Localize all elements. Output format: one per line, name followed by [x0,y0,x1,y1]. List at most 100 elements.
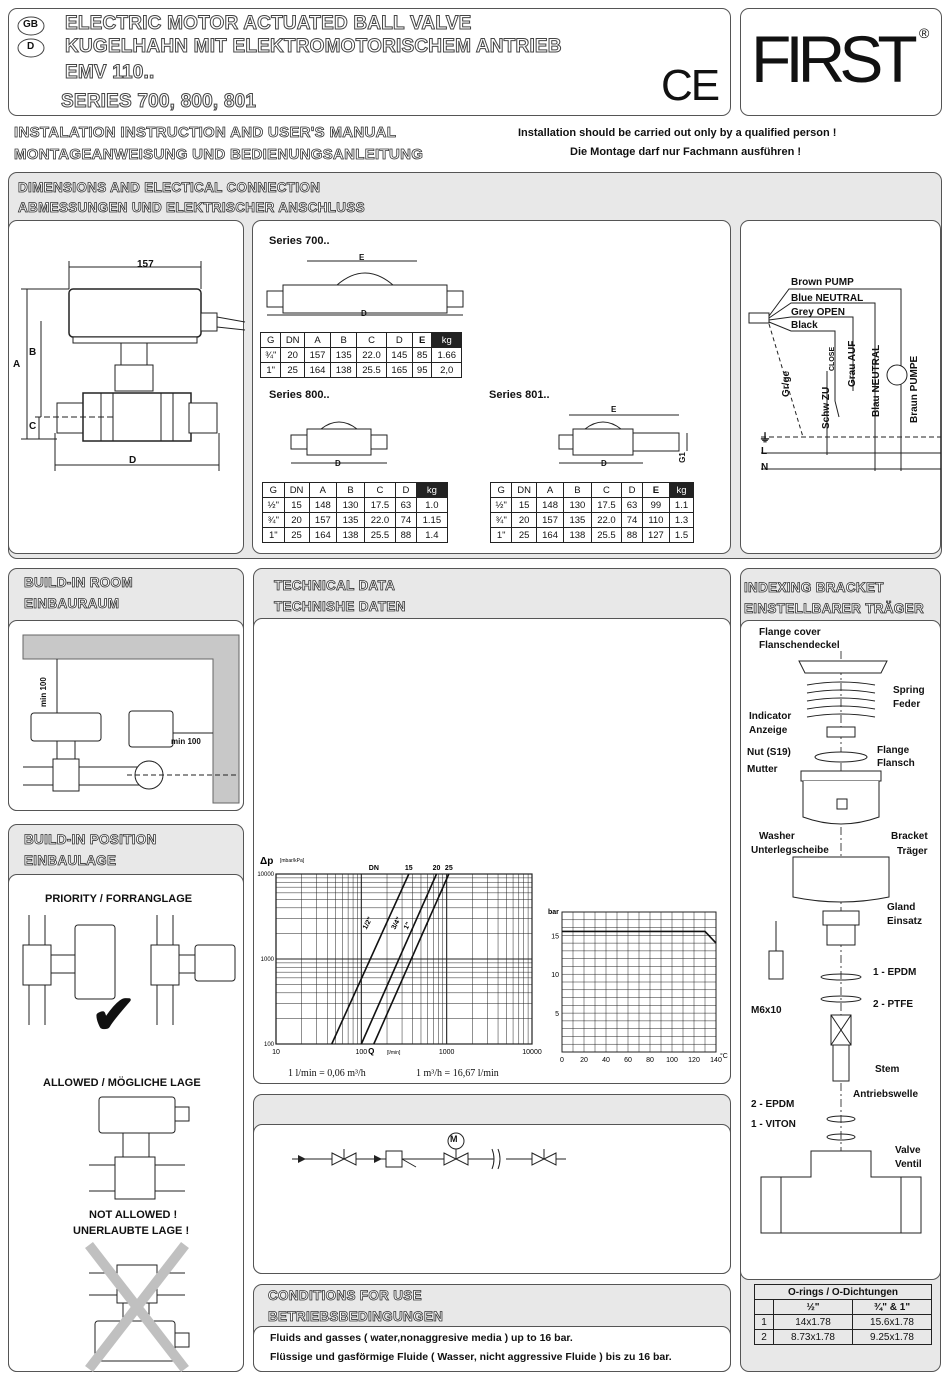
cell: 1" [259,362,282,378]
label-antriebswelle: Antriebswelle [853,1089,919,1100]
x-axis-label: °C [720,1052,728,1060]
cell: 1.15 [415,512,449,528]
cell: ¾" [262,512,285,528]
title-panel: GB D ELECTRIC MOTOR ACTUATED BALL VALVE … [8,8,731,116]
cell: 8.73x1.78 [773,1329,853,1345]
x-axis-label: Q [368,1047,374,1056]
cell: 135 [330,347,358,363]
wiring-diagram [748,288,941,471]
conditions-panel [253,1326,731,1372]
cell: 85 [411,347,433,363]
kg-icon: kg [415,482,449,498]
room-drawing-panel: min 100 min 100 [8,620,244,811]
notice-de: Die Montage darf nur Fachmann ausführen … [570,146,802,158]
series700-label: Series 700.. [269,235,330,247]
wire-grey: Grey OPEN [791,307,845,318]
cell: 22.0 [356,347,387,363]
cell: 1.5 [669,527,694,543]
registered-mark: ® [919,25,930,41]
series-line [331,873,410,1045]
label-anzeige: Anzeige [749,725,788,736]
conditions-text-de: Flüssige und gasförmige Fluide ( Wasser,… [270,1351,672,1363]
orings-h0 [754,1299,774,1315]
series-list: SERIES 700, 800, 801 [60,91,257,113]
not-allowed-de: UNERLAUBTE LAGE ! [73,1225,190,1237]
s7-h4: C [356,332,387,348]
dim-c: C [29,421,37,432]
x-tick-label: 120 [688,1057,700,1064]
room-title-en: BUILD-IN ROOM [24,575,133,591]
model-code: EMV 110.. [64,62,155,84]
x-tick-label: 1000 [439,1049,455,1056]
s801-h1: DN [511,482,537,498]
wire-schw-zu: Schw ZU [821,386,832,429]
dn-header: DN [369,865,379,872]
lang-d: D [27,41,35,52]
s801-h0: G [489,482,513,498]
label-ventil: Ventil [895,1159,922,1170]
cell: 164 [535,527,565,543]
dim-d: D [129,455,137,466]
series801-label: Series 801.. [489,389,550,401]
cell: 138 [336,527,365,543]
s7-h0: G [259,332,282,348]
logo-panel: FIRST ® [740,8,942,116]
wire-blau-neutral: Blau NEUTRAL [871,344,882,417]
series801-dim-d: D [601,459,607,468]
cell: 99 [641,497,671,513]
label-spring: Spring [893,685,925,696]
wire-gr-ge: Gr/ge [781,370,792,397]
conditions-title-en: CONDITIONS FOR USE [268,1288,422,1304]
dimensions-title-de: ABMESSUNGEN UND ELEKTRISCHER ANSCHLUSS [18,200,365,216]
y-tick-label: 15 [551,933,559,940]
room-title-de: EINBAURAUM [24,596,120,612]
label-viton-1: 1 - VITON [751,1119,796,1130]
cell: 2 [754,1329,774,1345]
label-mutter: Mutter [747,764,778,775]
wire-blue: Blue NEUTRAL [791,293,864,304]
priority-label: PRIORITY / FORRANGLAGE [45,893,193,905]
wire-brown: Brown PUMP [791,277,854,288]
s8-h3: B [336,482,365,498]
s7-h1: DN [280,332,305,348]
technical-title-de: TECHNISHE DATEN [274,599,406,615]
allowed-label: ALLOWED / MÖGLICHE LAGE [43,1077,201,1089]
series800-label: Series 800.. [269,389,330,401]
exploded-view-drawing [760,651,922,1234]
conditions-text-en: Fluids and gasses ( water,nonaggresive m… [270,1332,573,1344]
cell: 130 [563,497,592,513]
s7-h6: E [411,332,433,348]
label-epdm-1: 1 - EPDM [873,967,917,978]
cell: 14x1.78 [773,1314,853,1330]
dn-label: 25 [445,865,453,872]
orings-title: O-rings / O-Dichtungen [754,1284,932,1300]
s801-h2: A [535,482,565,498]
cell: 2,0 [431,362,462,378]
cell: 20 [280,347,305,363]
cell: ¾" [259,347,282,363]
cell: 138 [563,527,592,543]
label-unterlegscheibe: Unterlegscheibe [751,845,829,856]
label-nut: Nut (S19) [747,747,791,758]
label-traeger: Träger [897,846,928,857]
room-min-horizontal: min 100 [171,737,201,746]
wire-n: N [761,462,769,473]
cell: 157 [308,512,338,528]
title-de: KUGELHAHN MIT ELEKTROMOTORISCHEM ANTRIEB [65,36,563,58]
series700-dim-e: E [359,253,365,262]
cell: 164 [303,362,332,378]
cell: 1 [754,1314,774,1330]
y-tick-label: 10000 [257,872,274,878]
position-title-en: BUILD-IN POSITION [24,832,157,848]
cell: 138 [330,362,358,378]
cell: 9.25x1.78 [852,1329,932,1345]
cell: 88 [395,527,417,543]
bracket-panel: Flange cover Flanschendeckel Spring Fede… [740,620,941,1280]
cell: 15 [283,497,310,513]
cell: 1" [262,527,285,543]
